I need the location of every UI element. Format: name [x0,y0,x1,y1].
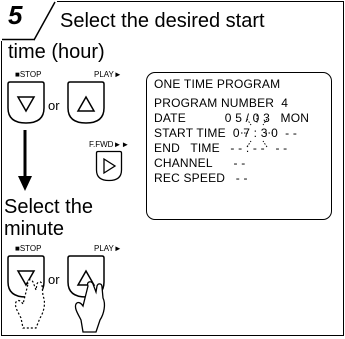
stop-button-label: ■STOP [15,70,42,79]
down-triangle-icon [7,81,45,124]
play-button-label: PLAY► [94,70,122,79]
right-triangle-icon [95,150,123,182]
step-title-line2: time (hour) [8,41,105,63]
rec-speed-row: REC SPEED - - [154,171,248,185]
down-triangle-icon [7,255,46,329]
channel-row: CHANNEL - - [154,156,246,170]
or-text-2: or [48,272,60,287]
blink-indicator-icon [241,115,273,148]
play-button-label-2: PLAY► [94,244,122,253]
select-minute-heading: Select the minute [4,196,93,240]
ffwd-button-label: F.FWD►► [89,140,130,149]
end-time-row: END TIME - - : - - - - [154,141,288,155]
ffwd-right-button[interactable] [95,150,123,182]
date-row: DATE 0 5 / 0 3 MON [154,111,310,125]
select-minute-line1: Select the [4,196,93,218]
stop-down-button-2[interactable] [6,254,56,334]
up-triangle-icon [67,81,105,124]
down-arrow-icon [15,130,35,192]
program-number-row: PROGRAM NUMBER 4 [154,96,289,110]
or-text: or [48,98,60,113]
play-up-button-2[interactable] [66,254,126,334]
step-title-line1: Select the desired start [60,10,265,32]
step-number: 5 [8,0,23,30]
screen-title: ONE TIME PROGRAM [154,77,281,91]
program-display-screen: ONE TIME PROGRAM PROGRAM NUMBER 4 DATE 0… [146,72,332,220]
play-up-button[interactable] [66,80,106,125]
step-number-badge [1,1,57,41]
stop-button-label-2: ■STOP [15,244,42,253]
start-time-row: START TIME 0 7 : 3 0 - - [154,126,298,140]
select-minute-line2: minute [4,218,65,240]
up-triangle-icon [67,255,106,333]
stop-down-button[interactable] [6,80,46,125]
